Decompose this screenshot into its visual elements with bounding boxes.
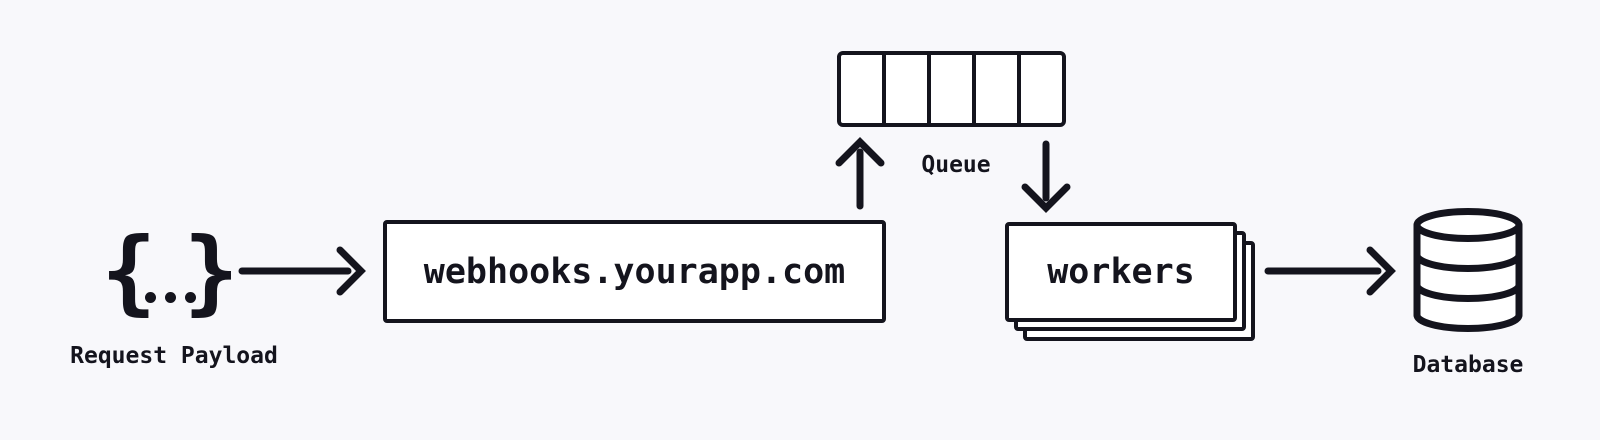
queue-cell	[841, 55, 882, 123]
queue-cell	[927, 55, 972, 123]
workers-stack-layer-front: workers	[1005, 222, 1237, 322]
queue-label: Queue	[921, 152, 991, 178]
arrow-payload-to-gateway	[238, 246, 366, 296]
ellipsis-dots-icon	[144, 291, 196, 303]
queue-box	[837, 51, 1066, 127]
arrow-queue-to-workers	[1021, 140, 1071, 213]
webhooks-gateway-label: webhooks.yourapp.com	[423, 251, 846, 292]
queue-cell	[1017, 55, 1062, 123]
brace-left: {	[101, 218, 157, 325]
database-label: Database	[1412, 352, 1524, 378]
queue-cell	[882, 55, 927, 123]
workers-label: workers	[1047, 252, 1195, 292]
arrow-workers-to-database	[1264, 246, 1396, 296]
arrow-gateway-to-queue	[835, 137, 885, 210]
request-payload-label: Request Payload	[70, 343, 278, 369]
curly-braces-icon: { }	[101, 218, 239, 325]
workers-node: workers	[1005, 222, 1256, 342]
brace-right: }	[183, 218, 239, 325]
queue-cell	[972, 55, 1017, 123]
webhooks-gateway-node: webhooks.yourapp.com	[383, 220, 886, 323]
database-cylinder-icon	[1413, 208, 1523, 332]
